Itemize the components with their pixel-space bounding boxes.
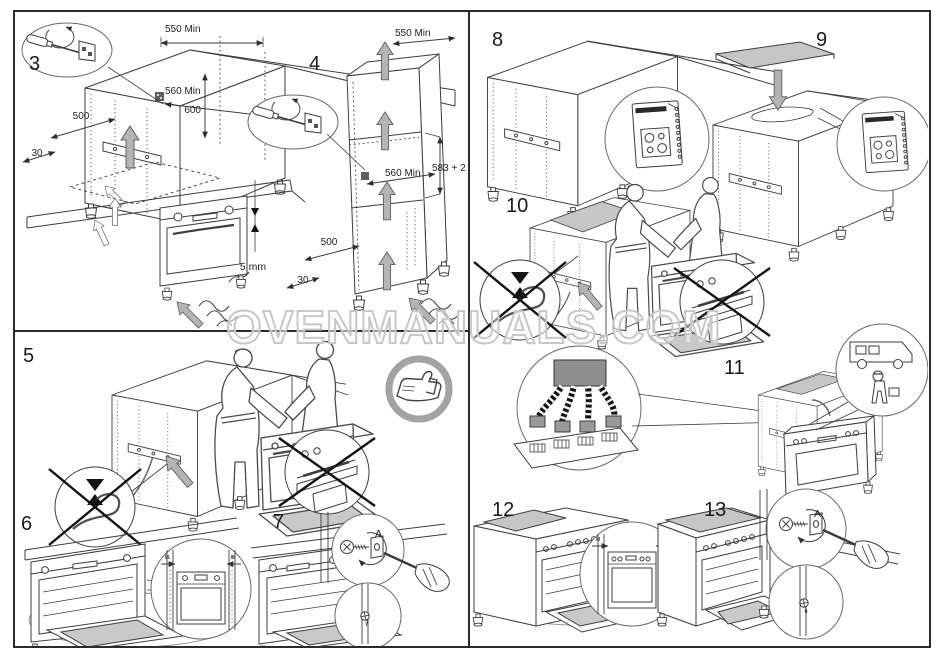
step11-number: 11: [724, 357, 745, 379]
dim-30: 30: [297, 275, 309, 286]
dim-500: 500: [321, 237, 338, 248]
dim-560-min: 560 Min: [385, 168, 421, 179]
step7-scene: [250, 512, 449, 646]
dim-600: 600: [184, 105, 201, 116]
manual-booklet-icon: [862, 111, 908, 173]
step13-scene: [656, 489, 901, 640]
panel-right: 8 9 10 11 12 13 A: [472, 29, 928, 640]
service-van-inset: [809, 323, 928, 431]
service-van-icon: [849, 341, 913, 369]
watermark: OVENMANUALS.COM: [225, 300, 722, 354]
manual-booklet-inset: [604, 86, 710, 192]
step10-scene: [472, 176, 772, 358]
dim-5mm: 5 mm: [240, 261, 267, 273]
step5-scene: [47, 340, 453, 549]
screw-detail-inset: [321, 512, 449, 646]
airflow-arrow-icon: [171, 296, 207, 330]
screw-label-a: A: [814, 508, 821, 520]
screw-label-a: A: [375, 528, 382, 540]
step12-number: 12: [492, 499, 514, 521]
connector-block-icon: [553, 359, 607, 387]
step11-scene: [513, 323, 928, 508]
dim-500: 500: [73, 111, 90, 122]
step5-number: 5: [23, 345, 34, 367]
bracket-screwdriver-inset: [248, 95, 366, 171]
dim-560-min: 560 Min: [165, 86, 201, 97]
panel-top-left: 3 550 Min 560 Min 600 500 30 5 mm 4 550 …: [15, 12, 466, 330]
step9-number: 9: [816, 29, 827, 51]
manual-booklet-inset: [836, 96, 928, 192]
centering-detail-inset: [150, 538, 252, 640]
hob-cabinet-oven: [758, 371, 882, 508]
step8-number: 8: [492, 29, 503, 51]
technician-icon: [871, 370, 900, 404]
dim-583-2: 583 + 2: [432, 163, 466, 174]
left-horizontal-divider: [13, 330, 468, 332]
step6-number: 6: [21, 513, 32, 535]
step4-number: 4: [309, 53, 320, 75]
dim-550-min: 550 Min: [165, 24, 201, 35]
bracket-screwdriver-inset: [22, 23, 164, 105]
screw-detail-inset: [760, 489, 888, 640]
vertical-divider: [468, 10, 470, 648]
panel-bottom-left: 5 6 7 A: [21, 340, 453, 646]
step6-scene: [24, 517, 252, 646]
page-border: [13, 10, 931, 648]
step9-scene: [713, 41, 928, 261]
step12-scene: [472, 507, 685, 633]
under-counter-oven: [26, 161, 306, 330]
manual-booklet-icon: [632, 101, 682, 168]
step4-tall-cabinet: [346, 41, 460, 328]
glove-icon: [385, 355, 453, 423]
dim-550-min: 550 Min: [395, 28, 431, 39]
connector-block-inset: [513, 345, 642, 471]
dim-30: 30: [31, 148, 43, 159]
step3-number: 3: [29, 53, 40, 75]
step7-number: 7: [273, 511, 284, 533]
step10-number: 10: [506, 195, 528, 217]
step13-number: 13: [704, 499, 726, 521]
